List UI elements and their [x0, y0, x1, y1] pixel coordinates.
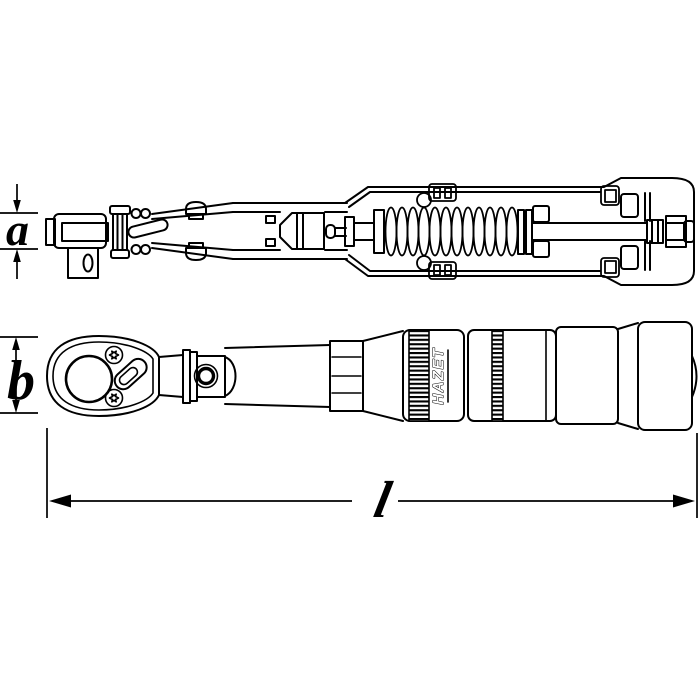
ratchet-head: [46, 335, 160, 417]
piston-rod: [325, 216, 375, 247]
dimension-label-l: l: [369, 472, 396, 529]
neck: [158, 349, 237, 404]
torx-screw-top: [104, 345, 124, 365]
arrowhead-right: [673, 494, 695, 508]
arrowhead-up: [12, 337, 20, 350]
shaft-tube: [224, 330, 404, 422]
handle-grip: [467, 326, 619, 425]
reversing-lever: [113, 357, 148, 391]
square-drive: [67, 247, 99, 279]
brand-logo: HAZET: [430, 347, 447, 405]
pivot-pin: [109, 205, 131, 259]
knurled-band-mid: [491, 329, 504, 422]
dimension-label-a: a: [6, 204, 29, 255]
grip-sleeve: HAZET: [402, 329, 465, 422]
torx-screw-bottom: [104, 388, 124, 408]
arrowhead-down: [12, 400, 20, 413]
tube-walls: [232, 202, 348, 260]
coil-spring: [384, 206, 519, 257]
housing-inner-line-top: [348, 191, 601, 208]
retaining-clip-front-top: [416, 183, 457, 208]
arrowhead-up: [13, 249, 21, 262]
top-view-cross-section: [45, 177, 695, 286]
spring-seat: [373, 209, 385, 254]
dimension-label-b: b: [7, 350, 35, 412]
knurled-band-front: [408, 329, 430, 422]
link-rod: [127, 218, 169, 239]
release-button: [193, 363, 219, 389]
fork-arms: [151, 202, 234, 260]
dimension-b: [0, 336, 38, 414]
end-cap-section: [620, 192, 695, 271]
ratchet-head-section: [45, 213, 109, 249]
end-cap: [617, 321, 698, 431]
dimension-l: [46, 428, 698, 518]
bottom-view: HAZET: [46, 321, 698, 431]
dimension-a: [0, 184, 38, 279]
end-knob: [691, 355, 698, 398]
fork-pins: [130, 208, 151, 255]
arrowhead-left: [49, 494, 71, 508]
drive-socket-circle: [64, 354, 114, 404]
lock-ring: [329, 340, 364, 412]
adjuster-assembly: [517, 205, 647, 258]
pawl-block: [279, 212, 325, 250]
housing-inner-line-bottom: [348, 254, 601, 272]
retaining-clip-rear-top: [600, 185, 620, 206]
rivet: [185, 201, 207, 261]
retaining-clip-rear-bottom: [600, 257, 620, 278]
arrowhead-down: [13, 200, 21, 213]
retaining-clip-front-bottom: [416, 255, 457, 280]
